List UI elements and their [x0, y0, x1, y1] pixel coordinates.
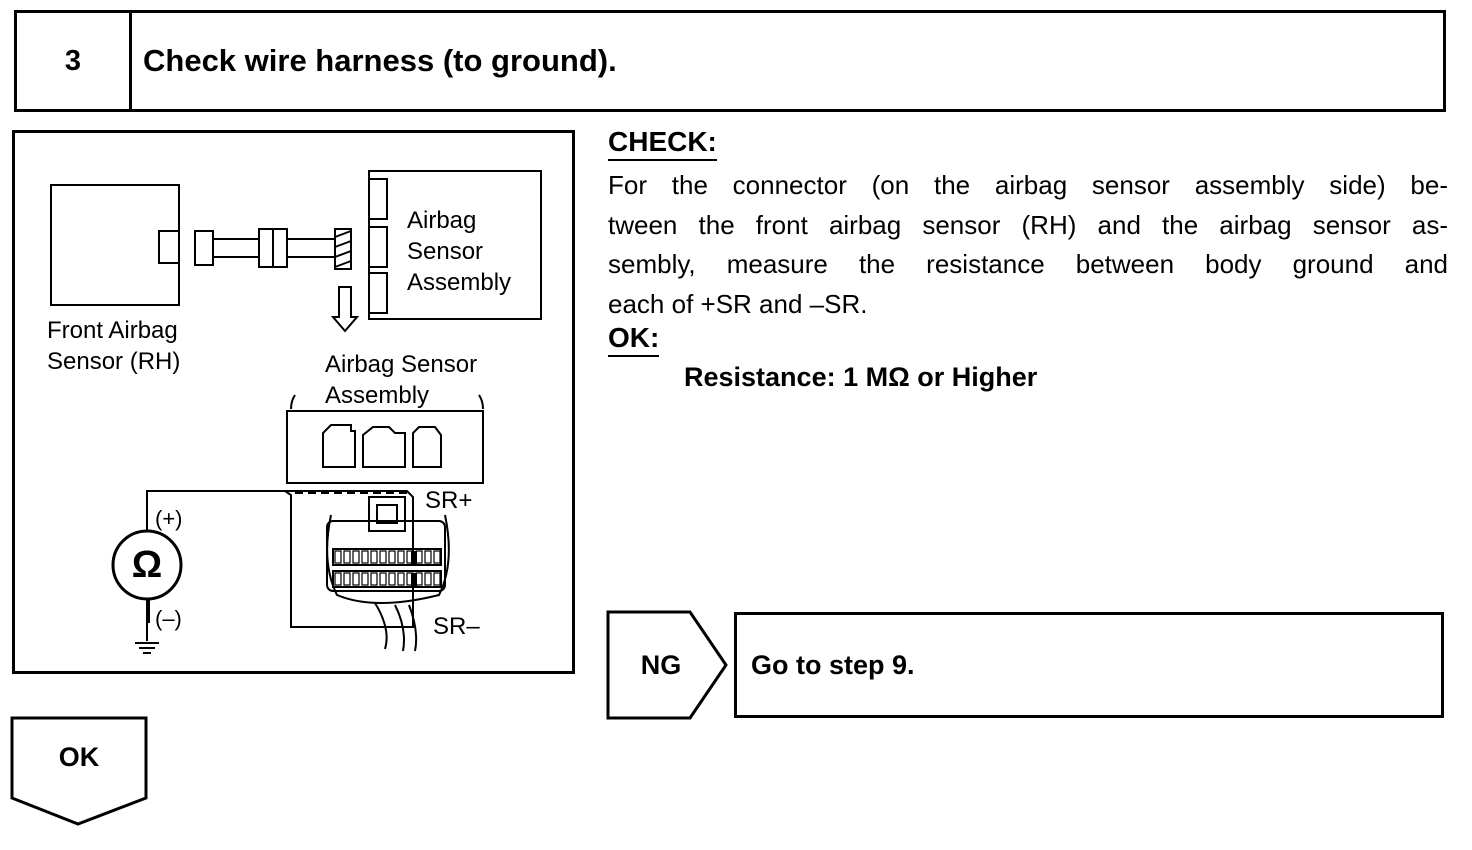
connector-pin	[406, 572, 414, 586]
step-title: Check wire harness (to ground).	[143, 43, 617, 78]
connector-pin	[361, 572, 369, 586]
ok-heading: OK:	[608, 322, 660, 357]
connector-pin	[388, 550, 396, 564]
step-header: 3 Check wire harness (to ground).	[14, 10, 1446, 112]
connector-pin	[433, 550, 441, 564]
connector-pin	[397, 572, 405, 586]
connector-pin	[406, 550, 414, 564]
connector-pin	[397, 550, 405, 564]
connector-pin	[343, 550, 351, 564]
assembly-view-label: Airbag Sensor Assembly	[325, 351, 478, 409]
harness-connector-right	[334, 228, 352, 270]
ok-label: OK	[58, 741, 100, 772]
connector-pin	[379, 550, 387, 564]
connector-pin	[370, 550, 378, 564]
terminal-sr-minus-label: SR–	[433, 613, 480, 640]
connector-pin	[415, 572, 423, 586]
connector-pin	[370, 572, 378, 586]
connector-pin	[415, 550, 423, 564]
connector-pin	[334, 572, 342, 586]
harness-connector-left	[194, 230, 214, 266]
connector-pin	[424, 550, 432, 564]
front-sensor-label: Front Airbag Sensor (RH)	[47, 317, 181, 375]
connector-pin	[379, 572, 387, 586]
meter-plus-lead	[285, 490, 414, 553]
assembly-label: Airbag Sensor Assembly	[407, 207, 512, 296]
meter-minus-label: (–)	[155, 606, 182, 631]
ohm-icon: Ω	[131, 544, 163, 586]
connector-pin	[352, 550, 360, 564]
connector-body	[326, 520, 446, 592]
assembly-underside-view	[286, 410, 484, 484]
meter-plus-label: (+)	[155, 506, 183, 531]
connector-pin	[388, 572, 396, 586]
connector-pin	[334, 550, 342, 564]
ng-label: NG	[640, 649, 682, 680]
terminal-sr-plus-label: SR+	[425, 487, 473, 514]
step-number: 3	[17, 13, 132, 109]
down-arrow-icon	[330, 286, 360, 333]
diagram-graphics	[50, 170, 542, 654]
ng-action: Go to step 9.	[734, 612, 1444, 718]
ohmmeter	[111, 529, 183, 601]
ng-arrow-shape	[606, 610, 728, 720]
connector-pin	[424, 572, 432, 586]
connector-pin	[352, 572, 360, 586]
wiring-diagram: Front Airbag Sensor (RH) Airbag Sensor A…	[12, 130, 575, 674]
connector-pin	[361, 550, 369, 564]
connector-pin	[343, 572, 351, 586]
meter-minus-lead	[146, 490, 414, 628]
check-heading: CHECK:	[608, 126, 717, 161]
connector-pin	[433, 572, 441, 586]
ok-arrow-shape	[10, 716, 148, 826]
check-instructions: For the connector (on the airbag sensor …	[608, 170, 1448, 319]
resistance-spec: Resistance: 1 MΩ or Higher	[684, 362, 1038, 392]
